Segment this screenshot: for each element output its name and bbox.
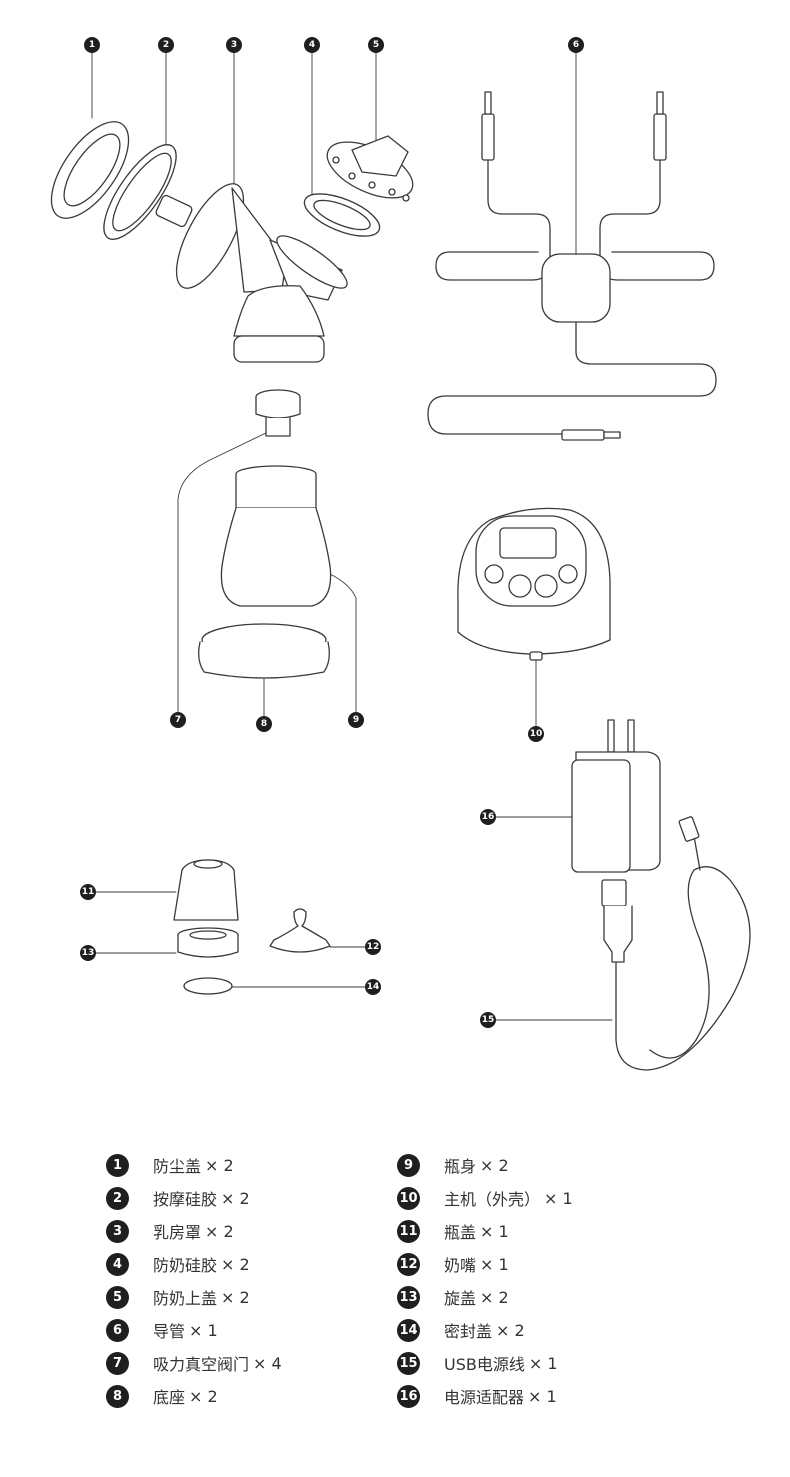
legend-part-name: 奶嘴 <box>444 1256 477 1275</box>
callout-badge-9: 9 <box>348 712 364 728</box>
legend-quantity: × 4 <box>253 1353 282 1373</box>
legend-number: 14 <box>397 1318 420 1342</box>
legend-number: 6 <box>106 1318 129 1342</box>
legend-quantity: × 2 <box>480 1287 509 1307</box>
legend-part-name: 电源适配器 <box>444 1388 525 1407</box>
legend-quantity: × 2 <box>221 1287 250 1307</box>
legend-item: 2 按摩硅胶× 2 <box>106 1183 250 1213</box>
legend-part-name: 导管 <box>153 1322 186 1341</box>
callout-badge-12: 12 <box>365 939 381 955</box>
legend-item: 16 电源适配器× 1 <box>397 1381 557 1411</box>
bottle-cap <box>173 859 239 921</box>
legend-quantity: × 1 <box>528 1353 558 1373</box>
callout-badge-14: 14 <box>365 979 381 995</box>
leader-lines <box>91 51 613 1021</box>
callout-badge-10: 10 <box>528 726 544 742</box>
legend-quantity: × 2 <box>221 1254 250 1274</box>
massage-silicone <box>103 144 193 240</box>
legend-quantity: × 2 <box>205 1155 234 1175</box>
legend-part-name: 防尘盖 <box>153 1157 202 1176</box>
legend-number: 2 <box>106 1186 129 1210</box>
legend-part-name: 瓶身 <box>444 1157 477 1176</box>
suction-valve <box>255 389 301 437</box>
legend-part-name: 吸力真空阀门 <box>153 1355 250 1374</box>
callout-badge-6: 6 <box>568 37 584 53</box>
callout-badge-5: 5 <box>368 37 384 53</box>
parts-illustration <box>50 51 751 1071</box>
tubing-with-splitter <box>427 91 717 441</box>
legend-item: 5 防奶上盖× 2 <box>106 1282 250 1312</box>
legend-number: 10 <box>397 1186 420 1210</box>
callout-badge-13: 13 <box>80 945 96 961</box>
legend-number: 7 <box>106 1351 129 1375</box>
legend-number: 1 <box>106 1153 129 1177</box>
legend-part-name: USB电源线 <box>444 1355 525 1374</box>
legend-part-name: 防奶硅胶 <box>153 1256 218 1275</box>
bottle-base <box>198 623 330 679</box>
anti-backflow-silicone <box>303 193 381 237</box>
legend-quantity: × 1 <box>480 1221 509 1241</box>
callout-badge-8: 8 <box>256 716 272 732</box>
legend-quantity: × 1 <box>544 1188 573 1208</box>
exploded-parts-diagram: 1 2 3 4 5 6 7 8 9 10 11 12 13 14 15 16 <box>50 37 751 1071</box>
legend-part-name: 底座 <box>153 1388 186 1407</box>
legend-quantity: × 2 <box>221 1188 250 1208</box>
legend-quantity: × 1 <box>189 1320 218 1340</box>
legend-number: 8 <box>106 1384 129 1408</box>
callout-badge-7: 7 <box>170 712 186 728</box>
legend-part-name: 旋盖 <box>444 1289 477 1308</box>
legend-part-name: 按摩硅胶 <box>153 1190 218 1209</box>
power-adapter <box>571 719 661 873</box>
anti-backflow-top-cover <box>326 135 414 202</box>
legend-item: 6 导管× 1 <box>106 1315 218 1345</box>
legend-number: 4 <box>106 1252 129 1276</box>
legend-item: 12 奶嘴× 1 <box>397 1249 509 1279</box>
breast-shield <box>175 183 348 363</box>
legend-part-name: 密封盖 <box>444 1322 493 1341</box>
usb-cable <box>601 816 751 1071</box>
sealing-disc <box>183 977 233 995</box>
callout-badge-15: 15 <box>480 1012 496 1028</box>
legend-quantity: × 2 <box>189 1386 218 1406</box>
main-unit <box>457 507 611 661</box>
legend-number: 15 <box>397 1351 420 1375</box>
callout-badge-3: 3 <box>226 37 242 53</box>
legend-item: 10 主机（外壳）× 1 <box>397 1183 573 1213</box>
legend-number: 3 <box>106 1219 129 1243</box>
legend-number: 5 <box>106 1285 129 1309</box>
legend-item: 11 瓶盖× 1 <box>397 1216 509 1246</box>
bottle-body <box>220 465 332 607</box>
legend-quantity: × 2 <box>496 1320 525 1340</box>
legend-quantity: × 2 <box>480 1155 509 1175</box>
legend-number: 13 <box>397 1285 420 1309</box>
callout-badge-2: 2 <box>158 37 174 53</box>
legend-part-name: 主机（外壳） <box>444 1190 541 1209</box>
legend-part-name: 乳房罩 <box>153 1223 202 1242</box>
callout-badge-4: 4 <box>304 37 320 53</box>
legend-number: 12 <box>397 1252 420 1276</box>
callout-badge-11: 11 <box>80 884 96 900</box>
legend-quantity: × 1 <box>480 1254 509 1274</box>
legend-number: 11 <box>397 1219 420 1243</box>
legend-item: 1 防尘盖× 2 <box>106 1150 234 1180</box>
legend-item: 14 密封盖× 2 <box>397 1315 525 1345</box>
callout-badge-1: 1 <box>84 37 100 53</box>
nipple <box>269 908 331 953</box>
legend-number: 9 <box>397 1153 420 1177</box>
legend-part-name: 瓶盖 <box>444 1223 477 1242</box>
legend-item: 4 防奶硅胶× 2 <box>106 1249 250 1279</box>
legend-item: 15 USB电源线× 1 <box>397 1348 558 1378</box>
dust-cover-ring <box>50 121 130 219</box>
legend-part-name: 防奶上盖 <box>153 1289 218 1308</box>
legend-item: 7 吸力真空阀门× 4 <box>106 1348 282 1378</box>
screw-cap <box>177 927 239 958</box>
legend-item: 9 瓶身× 2 <box>397 1150 509 1180</box>
legend-quantity: × 2 <box>205 1221 234 1241</box>
legend-quantity: × 1 <box>528 1386 557 1406</box>
legend-number: 16 <box>397 1384 420 1408</box>
legend-item: 8 底座× 2 <box>106 1381 218 1411</box>
legend-item: 13 旋盖× 2 <box>397 1282 509 1312</box>
callout-badge-16: 16 <box>480 809 496 825</box>
legend-item: 3 乳房罩× 2 <box>106 1216 234 1246</box>
